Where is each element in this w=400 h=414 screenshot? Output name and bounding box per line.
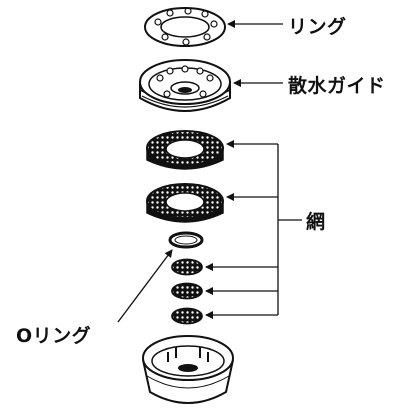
o-ring <box>168 231 204 249</box>
small-mesh-filter-2 <box>171 282 203 300</box>
o-ring-leader-line <box>117 249 173 323</box>
mesh-disc-2 <box>146 183 224 223</box>
top-ring <box>144 7 226 47</box>
ring-label: リング <box>288 16 347 38</box>
o-ring-label: Oリング <box>16 325 92 347</box>
nozzle-housing <box>142 335 234 404</box>
leader-lines <box>117 20 302 323</box>
spray-guide <box>139 59 231 112</box>
spray-guide-label: 散水ガイド <box>288 75 386 97</box>
mesh-disc-1 <box>146 130 224 170</box>
mesh-label: 網 <box>306 211 326 233</box>
small-mesh-filter-1 <box>171 258 203 276</box>
small-mesh-filter-3 <box>171 307 203 325</box>
